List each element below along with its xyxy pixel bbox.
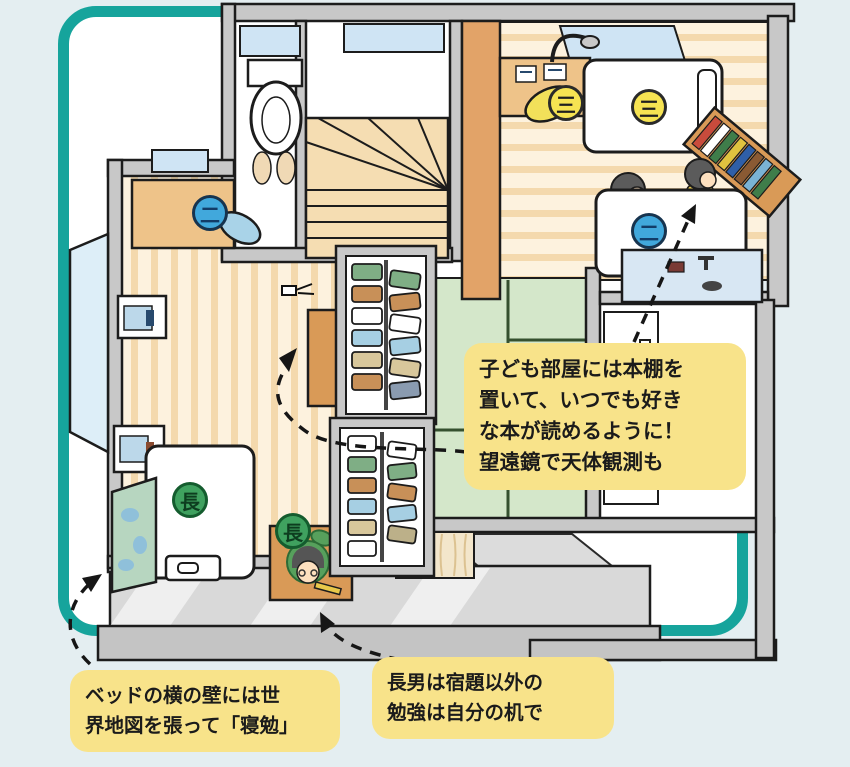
stair-window — [343, 23, 445, 53]
callout-line: ベッドの横の壁には世 — [85, 685, 281, 707]
closet-upper — [334, 244, 438, 426]
blue-desk — [620, 248, 764, 304]
badge-third-son-bed: 三 — [631, 89, 667, 125]
arrow-to-closet-desk — [275, 360, 467, 454]
callout-line: 勉強は自分の机で — [387, 702, 544, 725]
child-studying — [282, 529, 343, 596]
badge-eldest-son-desk: 長 — [275, 513, 311, 549]
callout-line: 子ども部屋には本棚を — [479, 358, 684, 381]
brown-wall-strip — [460, 19, 502, 301]
toilet-window — [239, 25, 301, 57]
bay-window — [68, 232, 110, 455]
toilet-bowl — [249, 80, 303, 156]
lower-right-wall — [528, 638, 778, 662]
callout-line: 置いて、いつでも好き — [479, 389, 683, 413]
paper — [543, 63, 567, 81]
callout-line: な本が読めるように！ — [479, 420, 684, 444]
west-room-window — [151, 149, 209, 173]
callout-line: 望遠鏡で天体観測も — [479, 451, 664, 475]
badge-second-son-bed: 二 — [631, 213, 667, 249]
toilet-slipper — [252, 151, 272, 185]
arrow-to-bookshelf — [632, 215, 692, 343]
fish-tank — [116, 294, 168, 340]
callout-eldest-desk: 長男は宿題以外の 勉強は自分の机で — [372, 657, 614, 740]
arrow-to-world-map — [68, 578, 96, 666]
badge-third-son-chair: 三 — [548, 85, 584, 121]
badge-eldest-son-bed: 長 — [172, 482, 208, 518]
toilet-room — [246, 58, 304, 185]
desk-lamp — [550, 33, 587, 63]
paper — [515, 65, 537, 83]
callout-kids-room: 子ども部屋には本棚を 置いて、いつでも好き な本が読めるように！ 望遠鏡で天体観… — [464, 343, 746, 490]
callout-line: 長男は宿題以外の — [387, 672, 544, 694]
staircase — [304, 116, 450, 260]
toilet-slipper — [276, 151, 296, 185]
world-map — [110, 476, 158, 594]
callout-bed-wall: ベッドの横の壁には世 界地図を張って「寝勉」 — [70, 670, 340, 753]
closet-lower — [328, 416, 436, 578]
bookshelf — [681, 105, 803, 219]
windows — [151, 23, 688, 173]
badge-second-son-desk: 二 — [192, 195, 228, 231]
wall-switch-icon — [281, 283, 315, 296]
callout-line: 界地図を張って「寝勉」 — [85, 715, 299, 738]
